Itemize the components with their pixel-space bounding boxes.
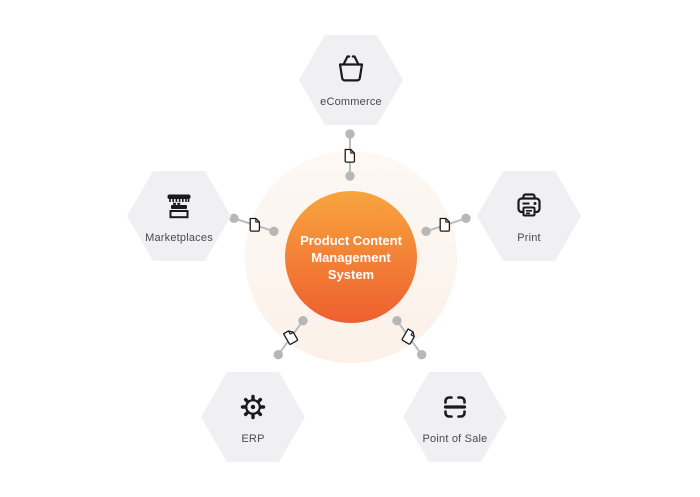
connector-dot [273,350,283,360]
spoke-ecommerce [344,129,356,181]
node-ecommerce: eCommerce [299,35,403,125]
hub-title: Product Content Management System [300,232,402,283]
node-label: Marketplaces [145,232,213,244]
scan-frame-icon [443,396,467,418]
document-icon [401,328,415,345]
connector-dot [298,316,308,326]
spoke-point-of-sale [392,316,427,360]
printer-icon [517,193,541,217]
hub-title-line: Management [311,249,391,265]
gear-icon [240,394,266,420]
node-label: Point of Sale [422,433,488,445]
node-label: ERP [241,433,265,445]
connector-dot [417,350,427,360]
spoke-marketplaces [229,213,279,236]
hub-product-content-management: Product Content Management System [285,191,417,323]
node-label: eCommerce [320,96,382,108]
connector-dot [345,129,355,139]
connector-dot [461,213,471,223]
document-icon [439,217,451,232]
shopping-basket-icon [338,55,364,82]
connector-dot [229,213,239,223]
document-icon [249,217,261,232]
node-point-of-sale: Point of Sale [403,372,507,462]
node-label: Print [517,232,541,244]
hub-title-line: System [327,266,375,282]
hub-title-line: Product Content [300,232,402,248]
document-icon [344,148,356,163]
connector-dot [345,171,355,181]
spoke-print [421,213,471,236]
spoke-erp [273,316,308,360]
connector-dot [421,226,431,236]
document-icon [282,330,299,345]
connector-dot [269,226,279,236]
storefront-icon [167,194,191,219]
connector-dot [392,316,402,326]
